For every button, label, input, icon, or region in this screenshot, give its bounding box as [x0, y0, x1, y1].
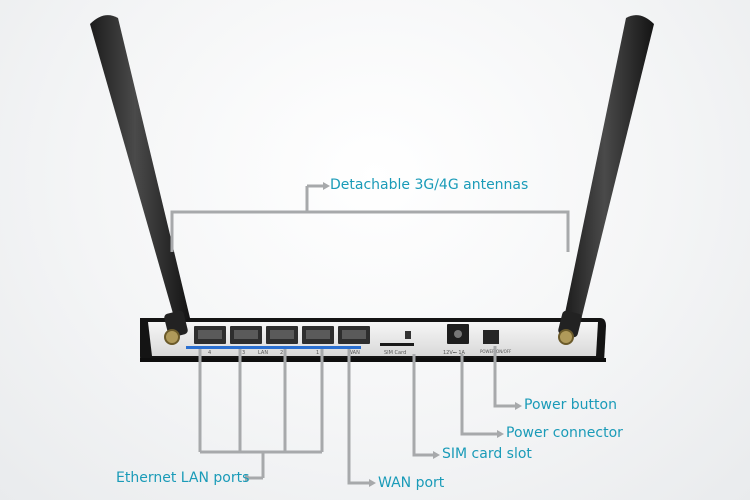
port-1-label: 1 — [316, 350, 319, 356]
power-button-leader — [493, 346, 518, 408]
antenna-connector-left — [164, 329, 180, 345]
power-connector-leader — [460, 354, 500, 436]
power-connector: 12V⎓ 1A — [443, 324, 469, 356]
leader-lines — [170, 184, 570, 485]
port-3-label: 3 — [242, 350, 245, 356]
callout-wan-port: WAN port — [378, 475, 445, 491]
wan-port — [338, 326, 370, 344]
sim-leader — [412, 354, 436, 457]
wan-print-label: WAN — [348, 350, 360, 356]
lan-blue-strip — [186, 346, 361, 349]
sim-slot: SIM Card — [380, 331, 414, 356]
callout-lan-ports: Ethernet LAN ports — [116, 470, 250, 486]
antenna-bracket — [170, 210, 570, 252]
callout-power-connector: Power connector — [506, 425, 623, 441]
wan-leader — [347, 349, 372, 485]
leader-caps — [245, 182, 522, 487]
left-antenna — [90, 15, 190, 345]
port-2-label: 2 — [280, 350, 283, 356]
port-4-label: 4 — [208, 350, 211, 356]
sim-print-label: SIM Card — [384, 350, 406, 356]
lan-ports — [194, 326, 334, 344]
callout-power-button: Power button — [524, 397, 617, 413]
right-antenna — [558, 15, 654, 345]
lan-print-label: LAN — [258, 350, 268, 356]
power-rating-label: 12V⎓ 1A — [443, 350, 466, 356]
callout-sim-slot: SIM card slot — [442, 446, 532, 462]
callout-antennas: Detachable 3G/4G antennas — [330, 177, 529, 193]
antenna-connector-right — [558, 329, 574, 345]
